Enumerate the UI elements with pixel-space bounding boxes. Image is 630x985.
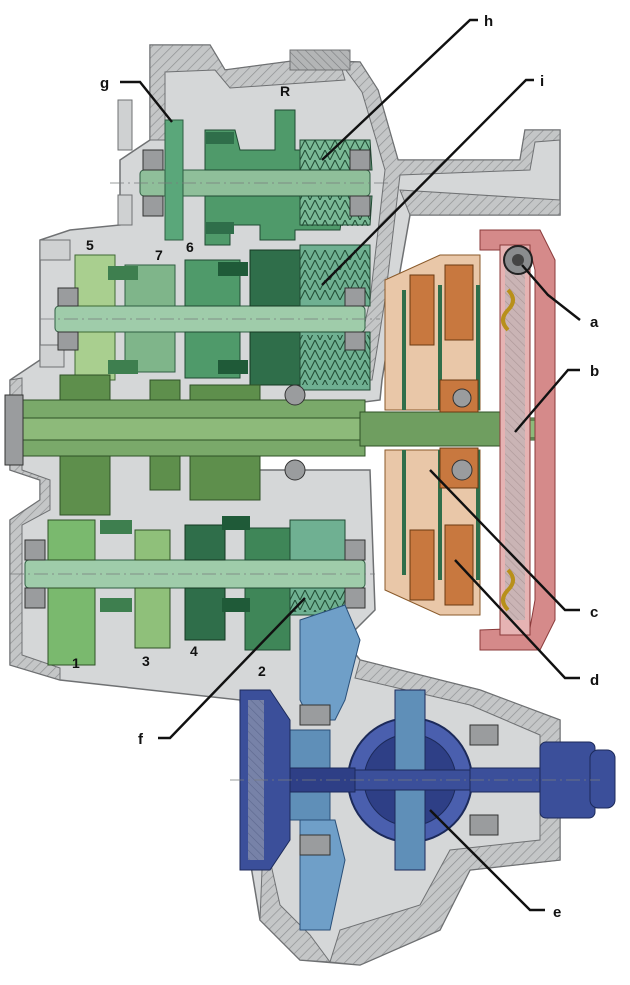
input-shaft-spline — [359, 411, 511, 447]
gear-6 — [184, 259, 241, 379]
gear-2 — [244, 527, 291, 651]
clutch-spring-upper — [501, 288, 515, 332]
gear-label-r: R — [280, 83, 290, 99]
label-i: i — [540, 73, 544, 90]
lower-shaft-bearing-right — [344, 539, 366, 561]
clutch-release-bearing — [451, 459, 473, 481]
clutch-spring-lower — [501, 568, 515, 612]
gear-label-7: 7 — [155, 247, 163, 263]
label-c: c — [590, 604, 598, 621]
clutch-pack-upper-2 — [444, 264, 474, 341]
leader-c — [429, 469, 580, 612]
differential-bearing-left-bottom — [299, 834, 331, 856]
input-shaft-bearing-top — [284, 384, 306, 406]
housing-flange — [399, 189, 561, 216]
clutch-release-bearing-top — [452, 388, 472, 408]
label-leader-lines — [120, 18, 581, 912]
clutch-pack-lower-1 — [409, 529, 435, 601]
housing-rib-1 — [117, 99, 133, 151]
gear-label-4: 4 — [190, 643, 198, 659]
synchro-hub-5-7-lower — [108, 360, 138, 374]
upper-shaft-bearing-left-2 — [57, 331, 79, 351]
reverse-synchro-bottom — [206, 222, 234, 234]
gear-3 — [134, 529, 171, 649]
lower-shaft-bearing-left — [24, 539, 46, 561]
reverse-shaft-assembly — [139, 109, 373, 246]
leader-h — [321, 18, 478, 161]
label-g: g — [100, 75, 109, 92]
reverse-idler-gear — [164, 119, 184, 241]
label-a: a — [590, 314, 599, 331]
input-shaft-end-cap — [4, 394, 24, 466]
synchro-hub-5-7 — [108, 266, 138, 280]
housing-rib-3 — [39, 239, 71, 261]
gear-5 — [74, 254, 116, 381]
input-gear-cluster — [59, 374, 261, 516]
gear-1 — [47, 519, 96, 666]
axis-centerlines — [10, 182, 600, 781]
housing-rib-2 — [117, 194, 133, 226]
input-shaft-assembly — [4, 374, 551, 516]
housing-bolt-boss — [289, 49, 351, 71]
dual-clutch-assembly — [384, 229, 556, 651]
leader-d — [454, 559, 580, 680]
reverse-synchro-top — [206, 132, 234, 144]
label-e: e — [553, 904, 561, 921]
reverse-shaft-bearing-right-top — [349, 149, 371, 171]
label-f: f — [138, 731, 144, 748]
lower-shaft-bearing-left-2 — [24, 587, 46, 609]
synchro-hub-1-3 — [100, 598, 132, 612]
leader-b — [514, 368, 580, 433]
lower-output-pinion-teeth — [290, 590, 345, 612]
upper-shaft-bearing-left — [57, 287, 79, 307]
gear-4 — [184, 524, 226, 641]
synchro-hub-1-3-top — [100, 520, 132, 534]
upper-shaft-bearing-right-2 — [344, 331, 366, 351]
clutch-discs — [402, 285, 480, 580]
reverse-shaft-bearing-right-bottom — [349, 195, 371, 217]
gear-7 — [124, 264, 176, 373]
leader-g — [120, 80, 173, 123]
leader-f — [158, 597, 306, 740]
lower-shaft-bearing-right-2 — [344, 587, 366, 609]
gear-label-5: 5 — [86, 237, 94, 253]
synchro-hub-2-4 — [222, 598, 250, 612]
reverse-shaft-bearing-left-top — [142, 149, 164, 171]
gear-label-3: 3 — [142, 653, 150, 669]
leader-i — [321, 78, 534, 286]
synchro-hub-2-4-top — [222, 516, 250, 530]
upper-output-shaft-assembly — [54, 244, 371, 391]
leader-e — [429, 809, 545, 912]
input-shaft-bearing — [284, 459, 306, 481]
clutch-flywheel-ribs — [505, 260, 525, 620]
clutch-pack-upper-1 — [409, 274, 435, 346]
gear-label-6: 6 — [186, 239, 194, 255]
gear-label-2: 2 — [258, 663, 266, 679]
diagram-labels: a b c d e f g h i R 5 7 6 1 3 4 2 — [72, 13, 599, 921]
label-h: h — [484, 13, 493, 30]
lower-output-shaft-assembly — [24, 516, 366, 666]
label-d: d — [590, 672, 599, 689]
upper-shaft-bearing-right — [344, 287, 366, 307]
differential-carrier — [299, 604, 361, 721]
differential-bearing-right-bottom — [469, 814, 499, 836]
right-axle-end — [589, 749, 616, 809]
label-b: b — [590, 363, 599, 380]
synchro-hub-6-lower — [218, 360, 248, 374]
clutch-drive-bolt-inner — [512, 254, 524, 266]
reverse-shaft-bearing-left-bottom — [142, 195, 164, 217]
differential-bearing-left-top — [299, 704, 331, 726]
differential-bearing-right-top — [469, 724, 499, 746]
leader-a — [521, 264, 581, 321]
gear-label-1: 1 — [72, 655, 80, 671]
synchro-hub-6 — [218, 262, 248, 276]
